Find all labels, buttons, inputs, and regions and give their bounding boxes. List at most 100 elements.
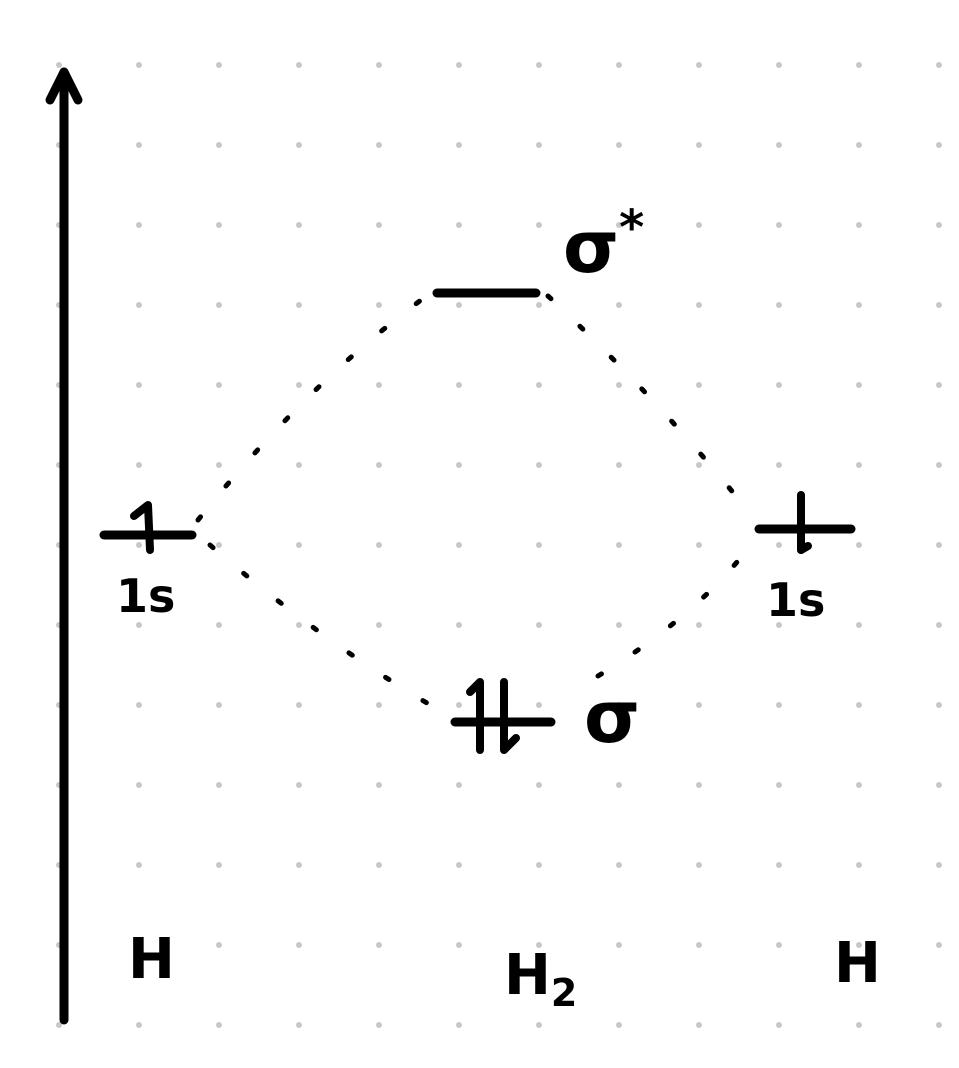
- grid-dot: [216, 302, 222, 308]
- energy-axis-arrow-icon: [45, 67, 83, 1025]
- grid-dot: [696, 702, 702, 708]
- molecule-label-subscript: 2: [551, 971, 577, 1015]
- grid-dot: [456, 1022, 462, 1028]
- grid-dot: [136, 62, 142, 68]
- grid-dot: [456, 782, 462, 788]
- grid-dot: [856, 782, 862, 788]
- grid-dot: [936, 542, 942, 548]
- grid-dot: [216, 1022, 222, 1028]
- grid-dot: [936, 62, 942, 68]
- grid-dot: [536, 382, 542, 388]
- molecule-label: H2: [504, 943, 577, 1015]
- grid-dot: [616, 622, 622, 628]
- grid-dot: [616, 142, 622, 148]
- grid-dot: [296, 62, 302, 68]
- left-1s-label: 1s: [116, 569, 175, 623]
- grid-dot: [616, 782, 622, 788]
- grid-dot: [136, 382, 142, 388]
- grid-dot: [616, 862, 622, 868]
- grid-dot: [776, 862, 782, 868]
- correlation-line-left-to-antibonding: [195, 289, 435, 523]
- grid-dot: [936, 622, 942, 628]
- grid-dot: [856, 1022, 862, 1028]
- grid-dot: [616, 222, 622, 228]
- grid-dot: [936, 702, 942, 708]
- grid-dot: [696, 222, 702, 228]
- grid-dot: [536, 62, 542, 68]
- grid-dot: [56, 62, 62, 68]
- grid-dot: [536, 862, 542, 868]
- grid-dot: [296, 222, 302, 228]
- grid-dot: [376, 782, 382, 788]
- grid-dot: [376, 62, 382, 68]
- grid-dot: [776, 222, 782, 228]
- grid-dot: [456, 542, 462, 548]
- grid-dot: [376, 382, 382, 388]
- grid-dot: [696, 542, 702, 548]
- left-atom-label: H: [128, 927, 175, 992]
- grid-dot: [616, 462, 622, 468]
- correlation-line-left-to-bonding: [207, 542, 435, 709]
- grid-dot: [936, 382, 942, 388]
- grid-dot: [456, 302, 462, 308]
- grid-dot: [136, 942, 142, 948]
- grid-dot: [616, 302, 622, 308]
- grid-dot: [936, 942, 942, 948]
- grid-dot: [856, 62, 862, 68]
- grid-dot: [216, 942, 222, 948]
- grid-dot: [376, 862, 382, 868]
- bonding-label: σ: [584, 675, 640, 759]
- grid-dot: [536, 542, 542, 548]
- correlation-line-antibonding-to-right: [545, 293, 755, 519]
- grid-dot: [856, 222, 862, 228]
- grid-dot: [776, 542, 782, 548]
- grid-dot: [376, 1022, 382, 1028]
- grid-dot: [296, 542, 302, 548]
- grid-dot: [376, 702, 382, 708]
- grid-dot: [536, 462, 542, 468]
- grid-dot: [696, 1022, 702, 1028]
- left-electron-spin-up-icon: [130, 501, 154, 554]
- grid-dot: [136, 702, 142, 708]
- grid-dot: [536, 702, 542, 708]
- grid-dot: [216, 622, 222, 628]
- grid-dot: [696, 302, 702, 308]
- grid-dot: [776, 302, 782, 308]
- antibonding-sigma: σ: [563, 205, 619, 289]
- grid-dot: [536, 302, 542, 308]
- grid-dot: [856, 542, 862, 548]
- grid-dot: [856, 622, 862, 628]
- grid-dot: [936, 142, 942, 148]
- grid-dot: [456, 382, 462, 388]
- grid-dot: [296, 862, 302, 868]
- grid-dot: [456, 142, 462, 148]
- grid-dot: [216, 862, 222, 868]
- grid-dot: [776, 622, 782, 628]
- grid-dot: [136, 622, 142, 628]
- grid-dot: [456, 622, 462, 628]
- right-electron-spin-up-icon: [797, 491, 812, 554]
- correlation-lines: [195, 289, 755, 709]
- grid-dot: [136, 222, 142, 228]
- grid-dot: [456, 462, 462, 468]
- grid-dot: [456, 702, 462, 708]
- grid-dot: [776, 462, 782, 468]
- grid-dot: [696, 622, 702, 628]
- antibonding-star: *: [619, 200, 644, 256]
- grid-dot: [456, 222, 462, 228]
- grid-dot: [456, 62, 462, 68]
- grid-dot: [216, 702, 222, 708]
- grid-dot: [216, 782, 222, 788]
- grid-dot: [616, 942, 622, 948]
- grid-dot: [536, 782, 542, 788]
- correlation-line-bonding-to-right: [595, 553, 745, 679]
- grid-dot: [696, 142, 702, 148]
- grid-dot: [376, 622, 382, 628]
- grid-dot: [776, 382, 782, 388]
- grid-dot: [56, 1022, 62, 1028]
- grid-dot: [776, 1022, 782, 1028]
- grid-dot: [376, 542, 382, 548]
- grid-dot: [856, 462, 862, 468]
- grid-dot: [296, 462, 302, 468]
